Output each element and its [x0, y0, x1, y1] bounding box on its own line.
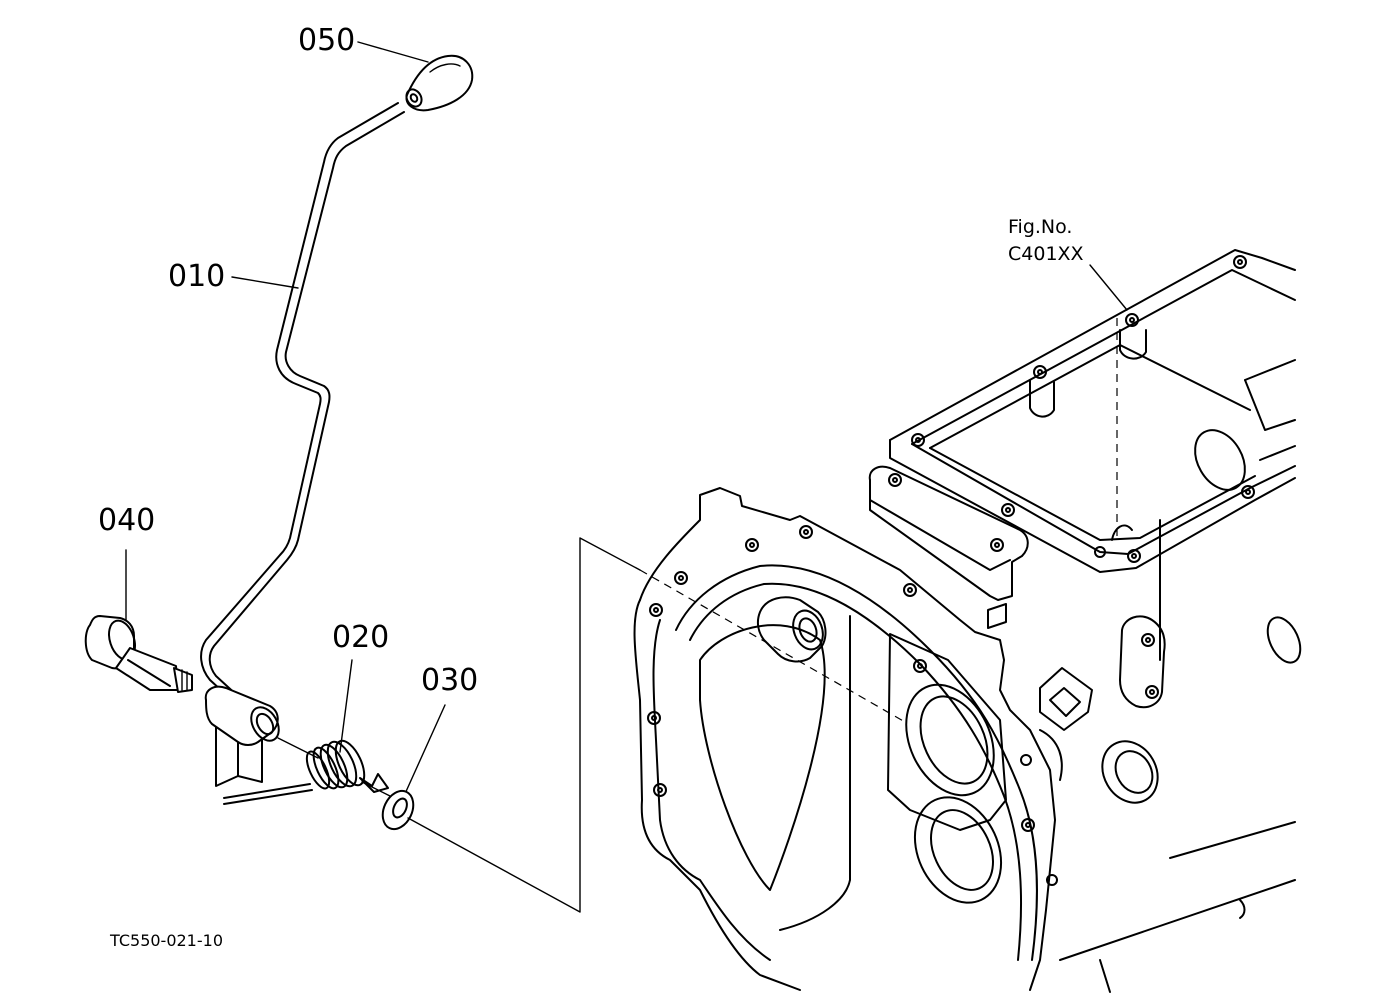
leader-030 — [403, 704, 446, 797]
leader-050 — [357, 41, 429, 63]
part-label-010: 010 — [168, 259, 226, 294]
leader-020 — [339, 659, 353, 753]
knob-050 — [405, 54, 474, 112]
figure-ref-label: Fig.No. — [1008, 216, 1073, 238]
pin-040 — [84, 615, 193, 693]
part-label-040: 040 — [98, 503, 156, 538]
figure-ref-code: C401XX — [1008, 243, 1084, 265]
transmission-housing — [633, 249, 1302, 993]
lever-boss — [204, 685, 280, 787]
part-label-020: 020 — [332, 620, 390, 655]
part-label-050: 050 — [298, 23, 356, 58]
leader-fig — [1089, 264, 1128, 311]
rod-010 — [200, 102, 405, 703]
leader-lines — [125, 41, 1128, 797]
part-label-030: 030 — [421, 663, 479, 698]
spring-020 — [223, 739, 389, 805]
assembly-lines — [277, 318, 1118, 913]
washer-030 — [381, 789, 415, 831]
leader-010 — [231, 276, 299, 289]
drawing-id: TC550-021-10 — [110, 931, 223, 950]
